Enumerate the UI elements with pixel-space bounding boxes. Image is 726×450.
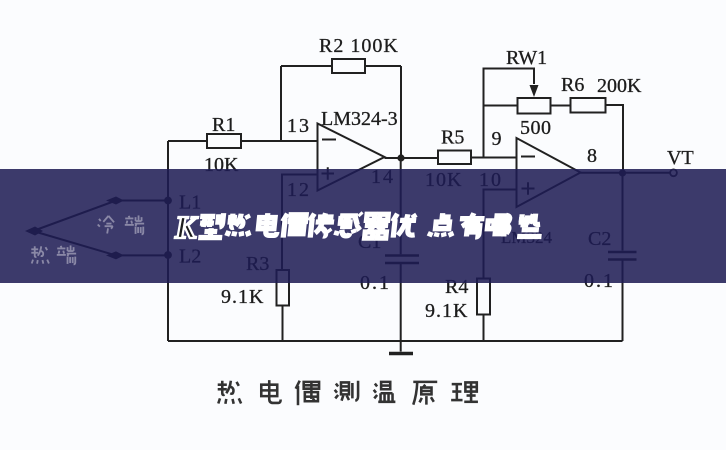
svg-text:K: K [174,209,199,245]
svg-text:VT: VT [667,147,694,169]
svg-text:500: 500 [520,117,552,139]
svg-text:9: 9 [492,128,502,150]
svg-text:R1: R1 [212,114,235,136]
svg-text:R5: R5 [441,127,464,149]
svg-text:9.1K: 9.1K [425,300,468,322]
svg-text:R6: R6 [561,74,584,96]
svg-text:200K: 200K [597,75,642,97]
svg-text:13: 13 [287,115,311,137]
svg-text:LM324-3: LM324-3 [321,108,398,130]
svg-text:8: 8 [587,145,597,167]
svg-text:RW1: RW1 [506,47,547,69]
svg-text:R2 100K: R2 100K [319,35,399,57]
svg-text:9.1K: 9.1K [221,286,264,308]
